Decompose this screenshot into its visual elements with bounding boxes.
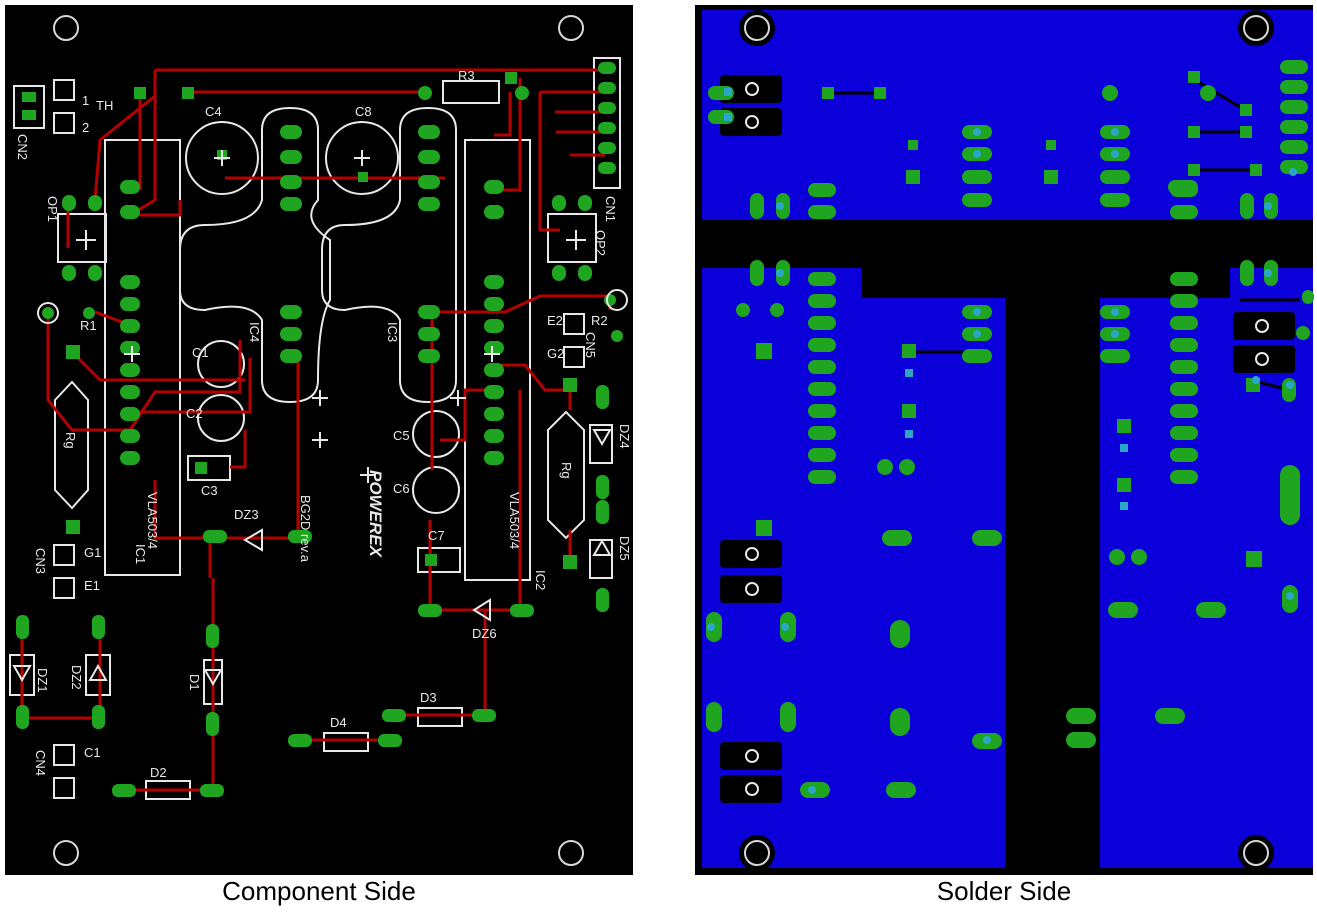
label-d3: D3 (420, 690, 437, 705)
label-ic2: IC2 (533, 570, 548, 590)
label-th: TH (96, 98, 113, 113)
label-c8: C8 (355, 104, 372, 119)
pads-top (16, 62, 623, 797)
label-d4: D4 (330, 715, 347, 730)
label-dz2: DZ2 (69, 665, 84, 690)
label-g2: G2 (547, 346, 564, 361)
label-dz1: DZ1 (35, 668, 50, 693)
label-dz3: DZ3 (234, 507, 259, 522)
solder-side-panel (695, 5, 1314, 875)
solder-side-caption: Solder Side (936, 876, 1072, 906)
label-r2: R2 (591, 313, 608, 328)
label-pin-1: 1 (82, 93, 89, 108)
label-c3: C3 (201, 483, 218, 498)
component-labels: R3 R1 R2 E2 G2 G1 E1 C1 C1 C2 C3 C4 C5 C… (15, 68, 632, 780)
label-ic1: IC1 (133, 544, 148, 564)
label-cn5: CN5 (583, 332, 598, 358)
label-c5: C5 (393, 428, 410, 443)
label-d1: D1 (187, 674, 202, 691)
svg-text:POWEREX: POWEREX (366, 470, 385, 559)
label-dz6: DZ6 (472, 626, 497, 641)
solder-mounting-holes (739, 10, 1274, 871)
label-vla-right: VLA503/4 (507, 492, 522, 549)
vias-bottom (707, 88, 1297, 794)
connector-cutouts (720, 75, 1295, 803)
label-vla-left: VLA503/4 (145, 492, 160, 549)
label-pin-2: 2 (82, 120, 89, 135)
label-r3: R3 (458, 68, 475, 83)
label-dz5: DZ5 (617, 536, 632, 561)
label-c6: C6 (393, 481, 410, 496)
label-board-name: BG2D rev.a (298, 495, 313, 563)
label-c7: C7 (428, 528, 445, 543)
component-side-caption: Component Side (222, 876, 416, 906)
label-op2: OP2 (593, 230, 608, 256)
label-ic3: IC3 (385, 322, 400, 342)
label-cn1: CN1 (603, 196, 618, 222)
solder-connector-holes (745, 82, 1269, 796)
label-rg-right: Rg (559, 462, 574, 479)
label-c1: C1 (192, 345, 209, 360)
component-side-panel: POWEREX R3 R1 R2 E2 G2 G1 E1 C1 C1 C2 C3… (5, 5, 633, 875)
label-e2: E2 (547, 313, 563, 328)
silkscreen-symbols (12, 150, 628, 687)
label-ic4: IC4 (247, 322, 262, 342)
label-c2: C2 (186, 406, 203, 421)
label-dz4: DZ4 (617, 424, 632, 449)
label-c4: C4 (205, 104, 222, 119)
mounting-holes-top (53, 15, 584, 866)
label-g1: G1 (84, 545, 101, 560)
label-cn2: CN2 (15, 134, 30, 160)
powerex-logo: POWEREX (366, 470, 385, 559)
ic-pin-columns-bottom (808, 272, 1198, 484)
label-c1-pin: C1 (84, 745, 101, 760)
label-op1: OP1 (45, 196, 60, 222)
label-d2: D2 (150, 765, 167, 780)
label-r1: R1 (80, 318, 97, 333)
copper-pour-bottom (702, 10, 1313, 868)
pads-bottom (706, 60, 1314, 798)
label-cn4: CN4 (33, 750, 48, 776)
label-rg-left: Rg (63, 432, 78, 449)
label-cn3: CN3 (33, 548, 48, 574)
label-e1: E1 (84, 578, 100, 593)
